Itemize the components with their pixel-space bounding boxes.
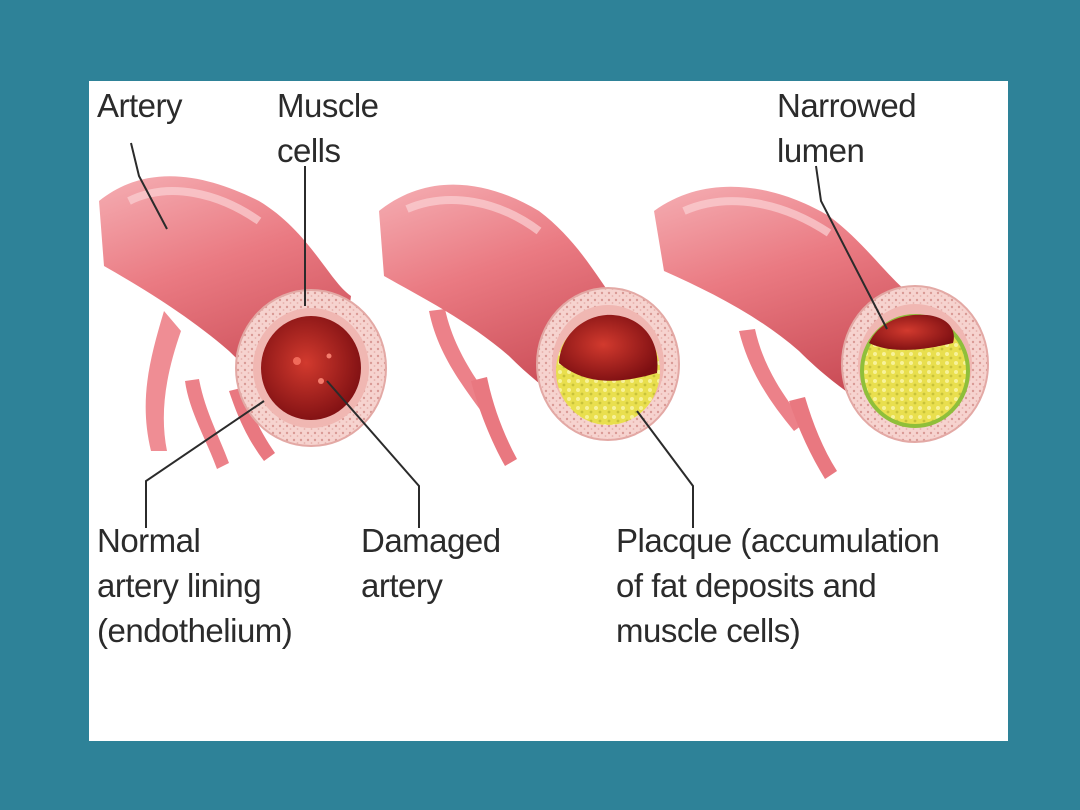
leader-plaque bbox=[636, 410, 694, 528]
label-artery: Artery bbox=[97, 83, 183, 128]
label-muscle-cells: Muscle cells bbox=[277, 83, 379, 173]
artery-narrowed bbox=[654, 186, 989, 479]
label-line: artery bbox=[361, 567, 443, 604]
label-plaque: Placque (accumulation of fat deposits an… bbox=[616, 518, 940, 653]
diagram-panel: Artery Muscle cells Narrowed lumen Norma… bbox=[89, 81, 1008, 741]
label-line: lumen bbox=[777, 132, 865, 169]
leader-narrowed-lumen bbox=[815, 165, 888, 330]
label-line: of fat deposits and bbox=[616, 567, 877, 604]
branch-vessel bbox=[185, 379, 229, 469]
artery-illustration bbox=[99, 142, 989, 528]
branch-vessel bbox=[789, 397, 837, 479]
label-line: Normal bbox=[97, 522, 201, 559]
leader-damaged-artery bbox=[326, 380, 420, 528]
label-narrowed-lumen: Narrowed lumen bbox=[777, 83, 917, 173]
leader-lines bbox=[130, 142, 888, 528]
artery-plaque-early bbox=[379, 184, 680, 466]
branch-vessel bbox=[145, 311, 181, 451]
lumen bbox=[559, 314, 658, 381]
label-line: Narrowed bbox=[777, 87, 917, 124]
label-line: muscle cells) bbox=[616, 612, 801, 649]
label-line: Damaged bbox=[361, 522, 501, 559]
branch-vessel bbox=[471, 377, 517, 466]
lumen bbox=[261, 316, 361, 420]
artery-normal bbox=[99, 176, 387, 469]
branch-vessel bbox=[229, 387, 275, 461]
label-line: Placque (accumulation bbox=[616, 522, 940, 559]
label-line: Muscle bbox=[277, 87, 379, 124]
label-line: (endothelium) bbox=[97, 612, 293, 649]
lumen bbox=[869, 314, 954, 350]
leader-artery bbox=[130, 142, 168, 230]
branch-vessel bbox=[739, 329, 805, 431]
label-line: cells bbox=[277, 132, 341, 169]
leader-normal-lining bbox=[145, 400, 265, 528]
label-normal-lining: Normal artery lining (endothelium) bbox=[97, 518, 293, 653]
label-line: artery lining bbox=[97, 567, 262, 604]
label-damaged-artery: Damaged artery bbox=[361, 518, 501, 608]
label-line: Artery bbox=[97, 87, 183, 124]
